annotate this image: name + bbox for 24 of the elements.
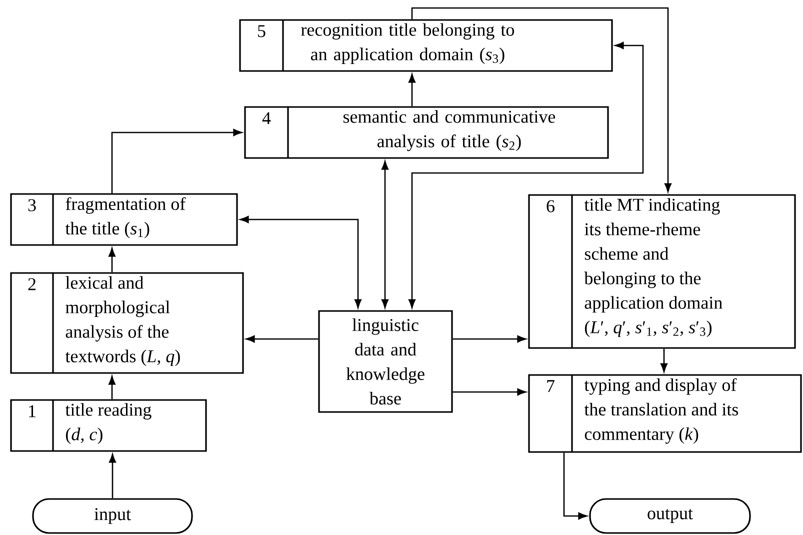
process-box: 1 title reading (d, c): [10, 399, 207, 452]
process-box: 7 typing and display of the translation and its commentary (k): [528, 374, 802, 453]
process-box: 5 recognition title belonging to an application domain (s$_{3}$): [239, 19, 613, 72]
arrow: [108, 454, 116, 498]
arrow: [452, 388, 526, 396]
terminal-box: input: [32, 498, 193, 534]
arrow: [240, 216, 362, 308]
database-box: linguistic data and knowledge base: [318, 310, 453, 413]
arrow: [108, 248, 116, 272]
arrow: [246, 335, 318, 343]
arrow: [563, 452, 588, 520]
arrow: [108, 376, 116, 400]
arrow: [408, 74, 416, 106]
arrow: [660, 348, 668, 372]
terminal-box: output: [589, 498, 751, 534]
process-box: 4 semantic and communicative analysis of title (s$_{2}$): [244, 106, 609, 159]
arrow: [411, 7, 672, 192]
arrow: [381, 160, 389, 308]
process-box: 2 lexical and morphological analysis of the textwords (L, q): [10, 272, 244, 374]
process-box: 3 fragmentation of the title (s$_{1}$): [10, 193, 238, 246]
arrow: [111, 128, 242, 194]
process-box: 6 title MT indicating its theme-rheme scheme and belonging to the application domain (L′, q′, s′$_{1}$, s′$_{2}$, s′$_{3}$): [528, 194, 796, 349]
arrow: [408, 42, 644, 308]
arrow: [452, 335, 526, 343]
